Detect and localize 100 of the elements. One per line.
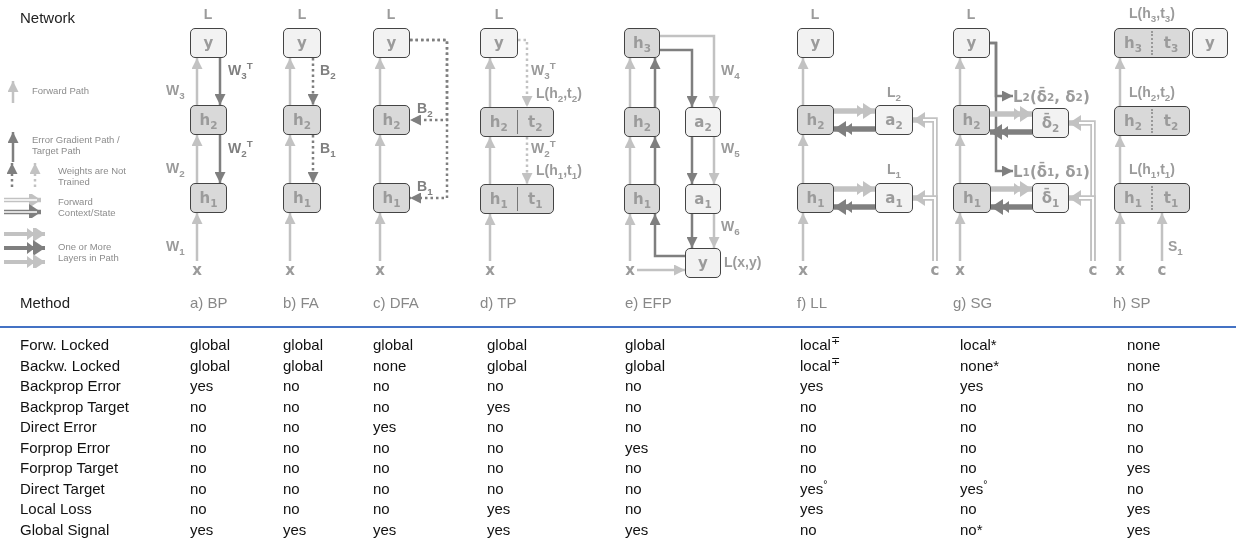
arrow xyxy=(649,58,661,107)
arrow xyxy=(374,213,386,261)
node-label: δ̄$_{1}$ xyxy=(1040,187,1061,210)
table-cell: no xyxy=(960,438,977,456)
table-cell: global xyxy=(283,336,324,353)
arrow xyxy=(660,48,698,107)
layer-box xyxy=(373,28,410,58)
table-cell: none xyxy=(373,356,407,374)
arrow xyxy=(191,58,203,105)
table-cell: no xyxy=(487,459,504,476)
layer-box xyxy=(283,28,321,58)
method-label: c) DFA xyxy=(373,294,419,311)
layer-box xyxy=(190,183,227,213)
arrow xyxy=(1114,136,1126,183)
arrow xyxy=(307,58,319,105)
node-label: h$_{1}$ xyxy=(381,188,402,210)
math-label: c xyxy=(1086,261,1100,279)
table-cell: no xyxy=(1127,438,1144,456)
layer-box xyxy=(1114,28,1190,58)
arrow xyxy=(954,58,966,105)
loss-label: L$_{1}$ xyxy=(887,161,901,177)
node-label: h$_{1}$ xyxy=(632,189,652,211)
table-cell: no xyxy=(373,377,390,394)
layer-box xyxy=(480,184,554,214)
weight-label: B$_{2}$ xyxy=(417,100,433,116)
table-cell: Local Loss xyxy=(20,500,92,517)
arrow xyxy=(686,137,698,184)
math-label: x xyxy=(373,261,387,279)
math-label: c xyxy=(1155,261,1169,279)
math-label: x xyxy=(953,261,967,279)
method-label: d) TP xyxy=(480,294,517,311)
node-label: t$_{1}$ xyxy=(516,187,553,211)
arrow xyxy=(1156,213,1168,261)
table-cell: no xyxy=(283,438,300,456)
table-cell: no xyxy=(283,459,300,476)
table-cell: global xyxy=(625,336,666,353)
layer-box xyxy=(190,28,227,58)
arrow xyxy=(374,58,386,105)
table-cell: yes xyxy=(487,520,511,538)
weight-label: W$_{5}$ xyxy=(721,140,740,156)
table-cell: global xyxy=(487,336,528,353)
node-label: h$_{2}$ xyxy=(632,112,652,134)
arrow xyxy=(521,137,533,184)
layer-box xyxy=(1032,183,1069,213)
arrow xyxy=(1114,213,1126,261)
layer-box xyxy=(624,184,660,214)
loss-label: L(h$_{2}$,t$_{2}$) xyxy=(1129,84,1175,100)
node-label: h$_{2}$ xyxy=(961,110,982,132)
double-line-arrow xyxy=(913,190,938,262)
arrow xyxy=(649,137,661,184)
table-cell: no xyxy=(625,377,642,394)
weight-label: B$_{1}$ xyxy=(320,140,336,156)
method-label: f) LL xyxy=(797,294,827,311)
table-cell: global xyxy=(625,356,666,374)
table-cell: no xyxy=(1127,479,1144,497)
table-cell: Backprop Target xyxy=(20,397,129,415)
section-heading: Network xyxy=(20,9,75,26)
node-label: y xyxy=(1204,33,1216,54)
arrow xyxy=(284,58,296,105)
node-label: h$_{1}$ xyxy=(292,188,312,210)
table-cell: yes$^{°}$ xyxy=(800,479,828,497)
arrow xyxy=(1114,58,1126,106)
table-cell: local$^{∓}$ xyxy=(800,356,840,374)
layer-box xyxy=(797,183,834,213)
arrow xyxy=(191,213,203,261)
arrow xyxy=(686,214,698,248)
table-cell: no xyxy=(625,418,642,435)
loss-label: L(x,y) xyxy=(724,254,762,270)
method-label: b) FA xyxy=(283,294,319,311)
layer-box xyxy=(373,105,410,135)
table-cell: no xyxy=(373,459,390,476)
layer-box xyxy=(797,28,834,58)
node-label: h$_{1}$ xyxy=(805,188,826,210)
table-cell: Backw. Locked xyxy=(20,356,121,374)
table-cell: none xyxy=(1127,356,1161,374)
table-cell: Direct Error xyxy=(20,418,97,435)
table-cell: no xyxy=(625,459,642,476)
table-cell: no xyxy=(283,500,300,517)
table-cell: global xyxy=(190,356,231,374)
node-label: δ̄$_{2}$ xyxy=(1040,112,1061,135)
table-cell: no xyxy=(1127,377,1144,394)
layer-box xyxy=(1114,106,1190,136)
node-label: h$_{1}$ xyxy=(962,188,982,210)
node-label: y xyxy=(385,33,398,54)
loss-label: L xyxy=(203,6,213,22)
arrow xyxy=(284,213,296,261)
loss-label: L(h$_{2}$,t$_{2}$) xyxy=(536,85,582,101)
math-label: x xyxy=(483,261,497,279)
table-cell: Forprop Target xyxy=(20,459,119,476)
layer-box xyxy=(1192,28,1228,58)
table-cell: no xyxy=(487,479,504,497)
table-cell: no xyxy=(283,418,300,435)
table-cell: yes xyxy=(373,418,397,435)
layer-box xyxy=(624,28,660,58)
node-label: y xyxy=(809,33,822,54)
table-cell: yes xyxy=(487,397,511,415)
weight-label: B$_{2}$ xyxy=(320,62,336,78)
legend-label: Forward Path xyxy=(32,85,91,96)
node-label: h$_{2}$ xyxy=(488,112,509,134)
loss-label: L xyxy=(810,6,820,22)
